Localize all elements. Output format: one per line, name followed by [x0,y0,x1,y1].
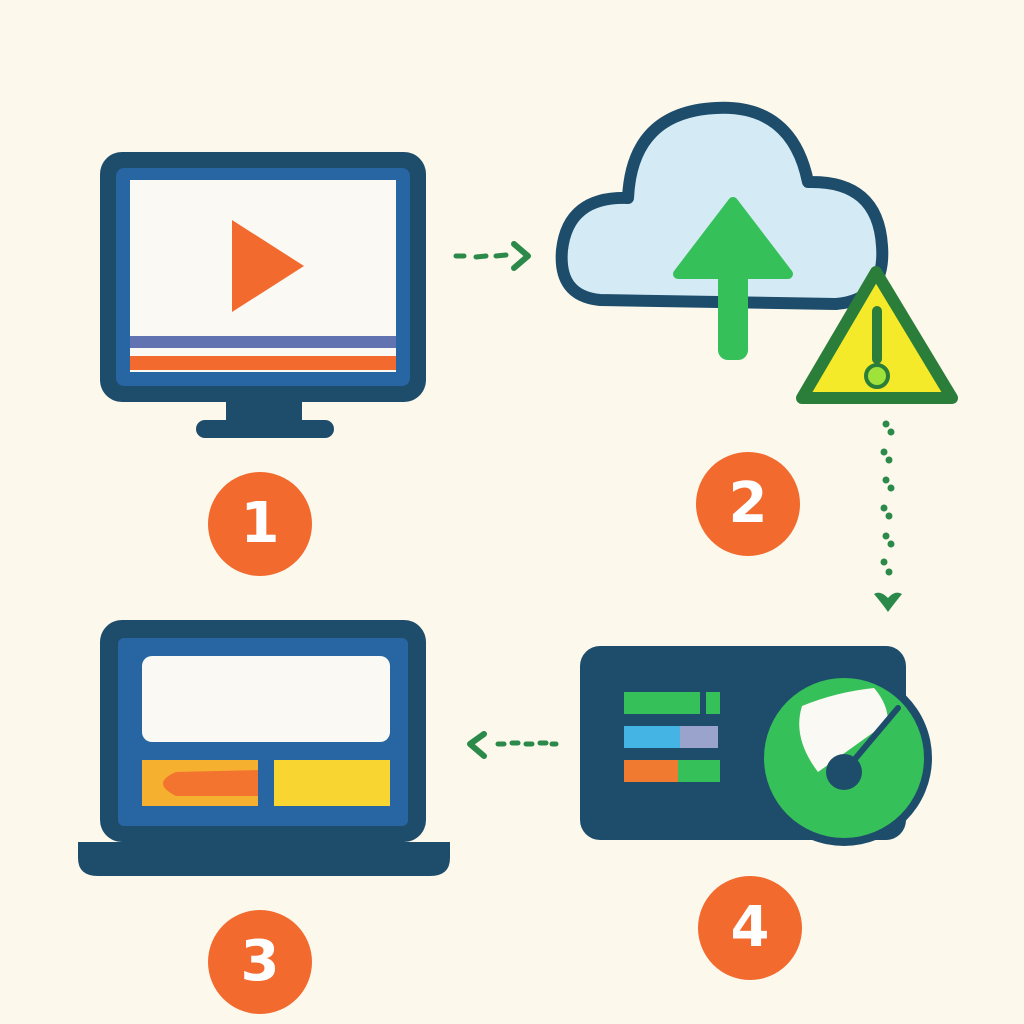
content-panel [142,656,390,742]
cloud-icon [555,101,889,310]
status-bars [624,692,720,782]
performance-panel-gauge-icon [580,646,932,846]
connector-2-to-4 [874,420,902,612]
laptop-dashboard-icon [78,620,450,876]
connector-4-to-3 [467,731,559,759]
step-badge-4: 4 [698,876,802,980]
monitor-neck [226,402,302,424]
gauge-icon [756,670,932,846]
monitor-stand [196,420,334,438]
progress-bar-track [130,336,396,348]
progress-bar-fill [130,356,396,370]
video-monitor-icon [100,152,426,438]
connector-1-to-2 [453,241,531,271]
laptop-base [78,842,450,876]
step-badge-1: 1 [208,472,312,576]
cloud-upload-warning-icon [555,101,958,404]
gauge-hub [826,754,862,790]
warning-icon [796,266,958,404]
yellow-widget [274,760,390,806]
step-badge-3: 3 [208,910,312,1014]
play-icon [232,220,304,312]
upload-arrow-icon [673,197,793,360]
step-badge-2: 2 [696,452,800,556]
